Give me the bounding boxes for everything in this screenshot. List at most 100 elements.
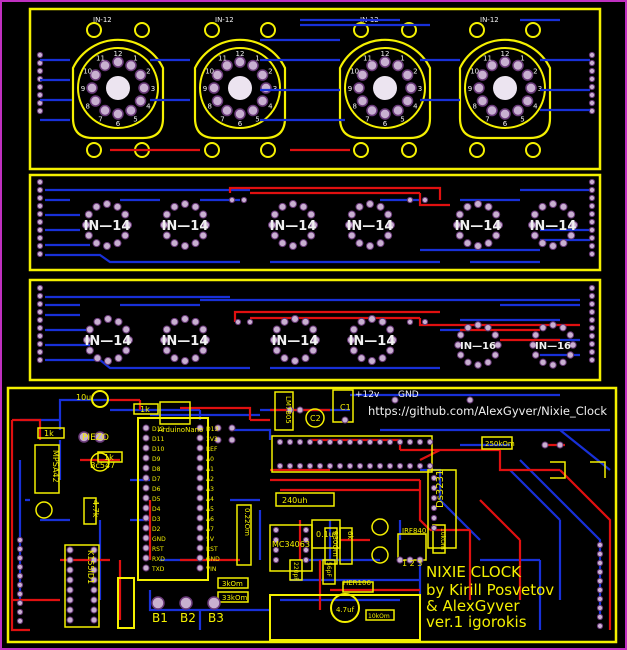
ic-pin <box>66 596 74 604</box>
pad <box>286 406 294 414</box>
main-components <box>34 389 606 641</box>
tube-pin <box>476 95 489 107</box>
tube-pin <box>99 59 111 72</box>
labels: +12v GND https://github.com/AlexGyver/Ni… <box>44 390 607 631</box>
arduino-pin <box>196 424 204 432</box>
piezo-label: PIEZO <box>82 433 109 443</box>
arduino-pin <box>142 544 150 552</box>
tube-pin <box>491 351 500 359</box>
arduino-pin <box>196 434 204 442</box>
title-line4: ver.1 igorokis <box>426 613 527 631</box>
tube-pin <box>272 346 281 355</box>
tube-pin <box>170 317 179 326</box>
pad <box>36 67 44 75</box>
pad <box>588 250 596 258</box>
tube-pin <box>567 210 576 219</box>
pad <box>36 284 44 292</box>
in16-tube: IN—16 <box>529 321 577 369</box>
pad <box>406 318 414 326</box>
arduino-pin <box>196 504 204 512</box>
tube-pin <box>476 69 489 81</box>
tube-pin <box>389 336 397 344</box>
r47k-label: 4.7k <box>91 500 100 518</box>
tube-pin <box>525 82 537 94</box>
pin-number: 7 <box>98 115 102 123</box>
tube-pin <box>484 239 493 248</box>
ic-pin <box>66 566 74 574</box>
pad <box>36 51 44 59</box>
repo-url: https://github.com/AlexGyver/Nixie_Clock <box>368 404 607 418</box>
tube-pin <box>234 56 246 68</box>
tube-pin <box>247 59 259 72</box>
ic-pin <box>302 546 310 554</box>
tube-pin <box>138 82 150 94</box>
tube-pin <box>85 325 94 334</box>
pad <box>421 196 429 204</box>
tube-pin <box>366 104 378 117</box>
pad <box>588 348 596 356</box>
c2-label: C2 <box>310 414 321 423</box>
tube-pin <box>289 200 297 208</box>
pad <box>36 340 44 348</box>
header-pin <box>406 438 414 446</box>
tube-pin <box>256 95 269 107</box>
tube-pin <box>162 325 171 334</box>
ic-pin <box>272 546 280 554</box>
tube-pin <box>495 221 503 229</box>
tube-pin <box>84 231 93 240</box>
tube-pin <box>456 331 465 339</box>
pin-number: 8 <box>472 103 476 111</box>
arduino-pin <box>196 464 204 472</box>
header-pin <box>426 438 434 446</box>
pad <box>588 75 596 83</box>
pad <box>588 210 596 218</box>
tube-pin <box>181 315 189 323</box>
ic-pin <box>90 616 98 624</box>
pad <box>588 332 596 340</box>
tube-pin <box>539 358 547 367</box>
tube-pin <box>455 210 464 219</box>
tube-pin <box>181 357 189 365</box>
header-pin <box>336 462 344 470</box>
header-pin <box>406 462 414 470</box>
pin-number: 7 <box>365 115 369 123</box>
header-pin <box>396 462 404 470</box>
tube-pin <box>114 317 123 326</box>
pad <box>16 608 24 616</box>
in14-tube: IN—14 <box>347 315 397 365</box>
pad <box>596 541 604 549</box>
pin-number: 1 <box>255 55 259 63</box>
pad <box>36 234 44 242</box>
arduino-pin-label: A0 <box>206 456 214 463</box>
tube-pin <box>499 108 511 120</box>
arduino-pin-label: D6 <box>152 486 161 493</box>
arduino-pin <box>196 444 204 452</box>
arduino-pin <box>196 564 204 572</box>
arduino-pin <box>142 564 150 572</box>
tube-pin <box>191 202 200 211</box>
tube-pin <box>104 357 112 365</box>
her-label: HER106 <box>343 579 371 587</box>
ic-pin <box>302 526 310 534</box>
tube-pin <box>299 202 308 211</box>
tube-pin <box>376 239 385 248</box>
ic-pin <box>272 526 280 534</box>
pin-number: 11 <box>483 55 492 63</box>
tube-pin <box>85 346 94 355</box>
arduino-pin-label: 3V3 <box>206 436 218 443</box>
tube-pin <box>521 69 534 81</box>
pin-number: 11 <box>363 55 372 63</box>
tube-pin <box>357 354 366 363</box>
tube-label: IN—14 <box>162 334 209 349</box>
ds-pin <box>430 504 438 512</box>
header-pin <box>306 438 314 446</box>
tube-label: IN—14 <box>349 334 396 349</box>
tube-label: IN-12 <box>480 16 499 24</box>
arduino-pin <box>142 504 150 512</box>
pad <box>36 99 44 107</box>
pin-number: 3 <box>151 85 155 93</box>
tube-pin <box>122 325 131 334</box>
tube-pin <box>464 323 472 332</box>
